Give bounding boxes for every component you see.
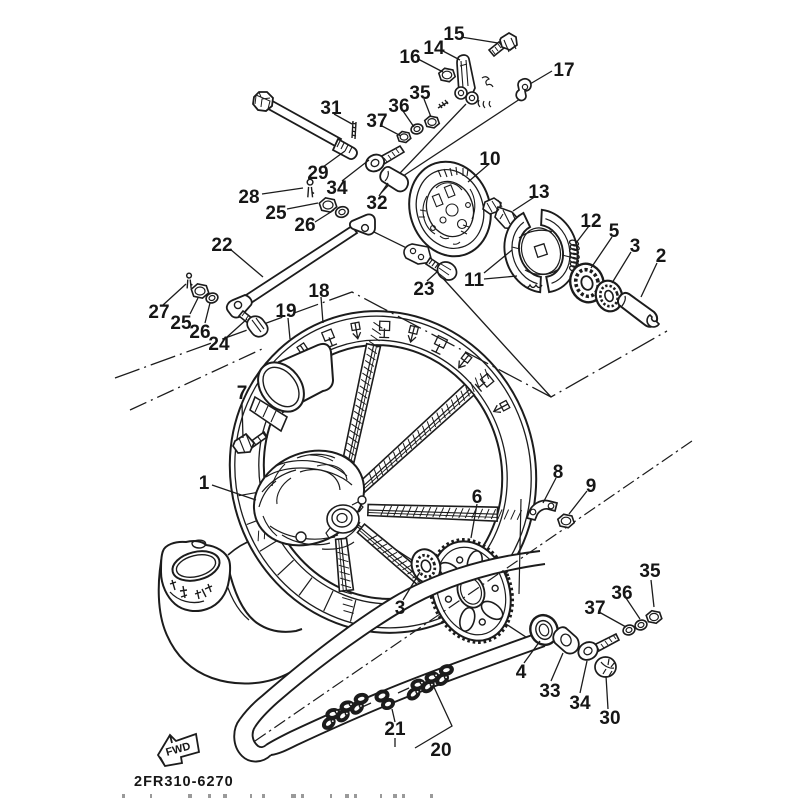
- svg-text:37: 37: [366, 111, 387, 132]
- svg-text:25: 25: [265, 203, 287, 224]
- svg-text:26: 26: [294, 215, 315, 236]
- svg-text:9: 9: [586, 476, 597, 497]
- svg-text:13: 13: [528, 182, 549, 203]
- svg-text:32: 32: [366, 193, 387, 214]
- svg-text:15: 15: [443, 24, 465, 45]
- svg-text:20: 20: [430, 740, 451, 761]
- svg-text:10: 10: [479, 149, 500, 170]
- svg-text:16: 16: [399, 47, 420, 68]
- svg-text:18: 18: [308, 281, 329, 302]
- svg-text:31: 31: [320, 98, 342, 119]
- svg-text:19: 19: [275, 301, 296, 322]
- svg-text:29: 29: [307, 163, 328, 184]
- svg-text:11: 11: [464, 270, 485, 291]
- svg-text:2FR310-6270: 2FR310-6270: [134, 774, 234, 790]
- svg-text:26: 26: [189, 322, 210, 343]
- svg-text:4: 4: [516, 662, 527, 683]
- svg-text:34: 34: [569, 693, 591, 714]
- svg-text:1: 1: [199, 473, 210, 494]
- svg-text:27: 27: [148, 302, 169, 323]
- svg-text:21: 21: [384, 719, 406, 740]
- svg-text:30: 30: [599, 708, 620, 729]
- svg-text:22: 22: [211, 235, 232, 256]
- svg-text:24: 24: [208, 334, 230, 355]
- svg-text:5: 5: [609, 221, 620, 242]
- svg-text:2: 2: [656, 246, 667, 267]
- svg-text:6: 6: [472, 487, 483, 508]
- svg-text:36: 36: [611, 583, 632, 604]
- svg-text:3: 3: [395, 598, 406, 619]
- svg-text:23: 23: [413, 279, 434, 300]
- svg-text:25: 25: [170, 313, 192, 334]
- svg-text:33: 33: [539, 681, 560, 702]
- svg-text:8: 8: [553, 462, 564, 483]
- svg-text:35: 35: [639, 561, 661, 582]
- svg-text:12: 12: [580, 211, 601, 232]
- svg-text:17: 17: [553, 60, 574, 81]
- svg-text:7: 7: [237, 383, 248, 404]
- svg-text:14: 14: [423, 38, 445, 59]
- svg-text:37: 37: [584, 598, 605, 619]
- svg-text:28: 28: [238, 187, 259, 208]
- svg-text:3: 3: [630, 236, 641, 257]
- svg-text:35: 35: [409, 83, 431, 104]
- svg-text:34: 34: [326, 178, 348, 199]
- svg-text:36: 36: [388, 96, 409, 117]
